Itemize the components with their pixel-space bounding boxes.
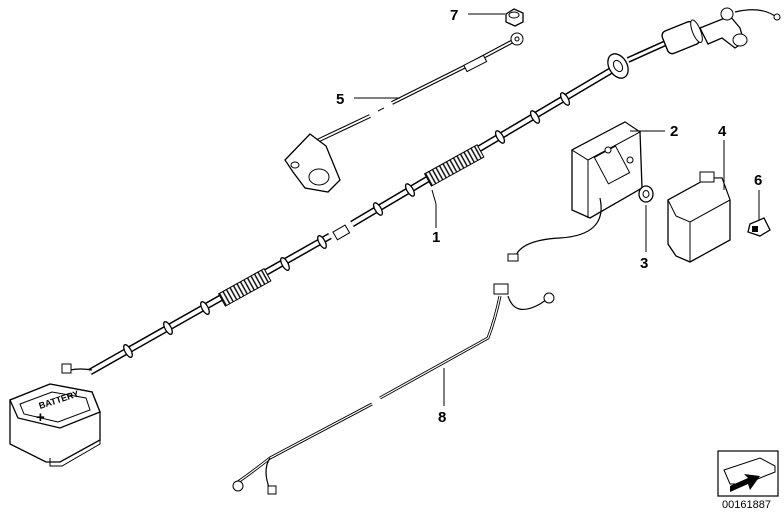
battery-lead-part-5 [284, 32, 524, 193]
callout-2: 2 [670, 123, 678, 140]
battery-cable-assembly [61, 7, 781, 376]
callout-5: 5 [336, 91, 344, 108]
callout-1: 1 [432, 229, 440, 246]
callout-6: 6 [754, 172, 762, 189]
battery-terminal-box: BATTERY + [9, 383, 101, 467]
reference-icon-box [717, 450, 779, 497]
callout-4: 4 [718, 123, 727, 140]
clip-part-6 [747, 217, 771, 237]
callout-numbers: 1 2 3 4 5 6 7 8 [336, 7, 762, 426]
wiring-harness-part-8 [232, 283, 555, 495]
callout-8: 8 [438, 409, 446, 426]
callout-3: 3 [640, 255, 648, 272]
arrow-icon [730, 474, 760, 492]
nut-part-3 [638, 185, 654, 203]
battery-plus-symbol: + [36, 409, 45, 426]
callout-7: 7 [450, 7, 458, 24]
cover-part-4 [667, 171, 731, 263]
nut-part-7 [505, 8, 524, 27]
module-bracket-part-2 [507, 121, 643, 262]
part-number: 00161887 [722, 499, 771, 511]
leader-lines [354, 13, 760, 406]
